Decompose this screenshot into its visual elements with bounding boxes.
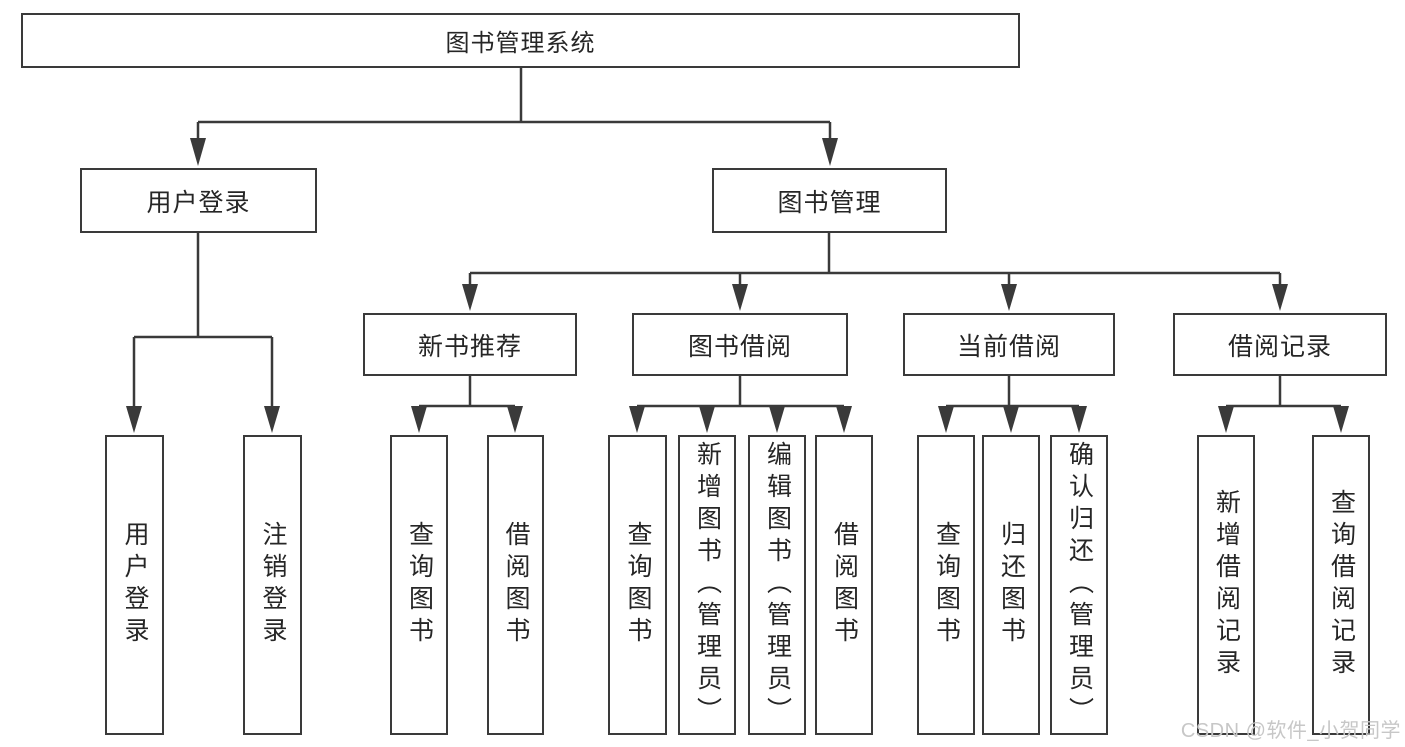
node-book-borrowing: 图书借阅 bbox=[632, 313, 848, 376]
node-current-borrowing: 当前借阅 bbox=[903, 313, 1115, 376]
node-borrow-records-label: 借阅记录 bbox=[1227, 332, 1332, 361]
leaf-query-books-borrowing-label: 查询图书 bbox=[624, 521, 652, 649]
node-new-book-recommend-label: 新书推荐 bbox=[417, 332, 522, 361]
csdn-watermark: CSDN @软件_小贺同学 bbox=[1180, 720, 1401, 742]
leaf-logout: 注销登录 bbox=[243, 435, 302, 735]
node-current-borrowing-label: 当前借阅 bbox=[956, 332, 1061, 361]
leaf-query-books-newbook-label: 查询图书 bbox=[405, 521, 434, 649]
leaf-query-books-current-label: 查询图书 bbox=[932, 521, 961, 649]
leaf-borrow-books-borrowing-label: 借阅图书 bbox=[830, 521, 859, 649]
node-user-login-label: 用户登录 bbox=[146, 188, 251, 217]
node-user-login: 用户登录 bbox=[80, 168, 317, 233]
node-new-book-recommend: 新书推荐 bbox=[363, 313, 577, 376]
leaf-confirm-return-admin-label: 确认归还（管理员） bbox=[1065, 441, 1094, 729]
leaf-borrow-books-newbook-label: 借阅图书 bbox=[502, 521, 530, 649]
leaf-add-borrow-record-label: 新增借阅记录 bbox=[1212, 489, 1241, 681]
leaf-logout-label: 注销登录 bbox=[259, 521, 287, 649]
leaf-return-book: 归还图书 bbox=[982, 435, 1040, 735]
node-library-system-label: 图书管理系统 bbox=[445, 30, 596, 57]
leaf-user-login: 用户登录 bbox=[105, 435, 164, 735]
leaf-user-login-label: 用户登录 bbox=[121, 521, 149, 649]
leaf-return-book-label: 归还图书 bbox=[997, 521, 1026, 649]
node-library-system: 图书管理系统 bbox=[21, 13, 1020, 68]
leaf-add-book-admin: 新增图书（管理员） bbox=[678, 435, 736, 735]
node-book-management-label: 图书管理 bbox=[777, 188, 882, 217]
leaf-borrow-books-newbook: 借阅图书 bbox=[487, 435, 544, 735]
node-borrow-records: 借阅记录 bbox=[1173, 313, 1387, 376]
leaf-add-book-admin-label: 新增图书（管理员） bbox=[693, 441, 722, 729]
leaf-query-borrow-record-label: 查询借阅记录 bbox=[1327, 489, 1356, 681]
leaf-query-books-borrowing: 查询图书 bbox=[608, 435, 667, 735]
node-book-management: 图书管理 bbox=[712, 168, 947, 233]
leaf-edit-book-admin-label: 编辑图书（管理员） bbox=[763, 441, 792, 729]
leaf-query-borrow-record: 查询借阅记录 bbox=[1312, 435, 1370, 735]
node-book-borrowing-label: 图书借阅 bbox=[687, 332, 792, 361]
leaf-query-books-current: 查询图书 bbox=[917, 435, 975, 735]
leaf-borrow-books-borrowing: 借阅图书 bbox=[815, 435, 873, 735]
leaf-query-books-newbook: 查询图书 bbox=[390, 435, 448, 735]
leaf-confirm-return-admin: 确认归还（管理员） bbox=[1050, 435, 1108, 735]
leaf-add-borrow-record: 新增借阅记录 bbox=[1197, 435, 1255, 735]
leaf-edit-book-admin: 编辑图书（管理员） bbox=[748, 435, 806, 735]
